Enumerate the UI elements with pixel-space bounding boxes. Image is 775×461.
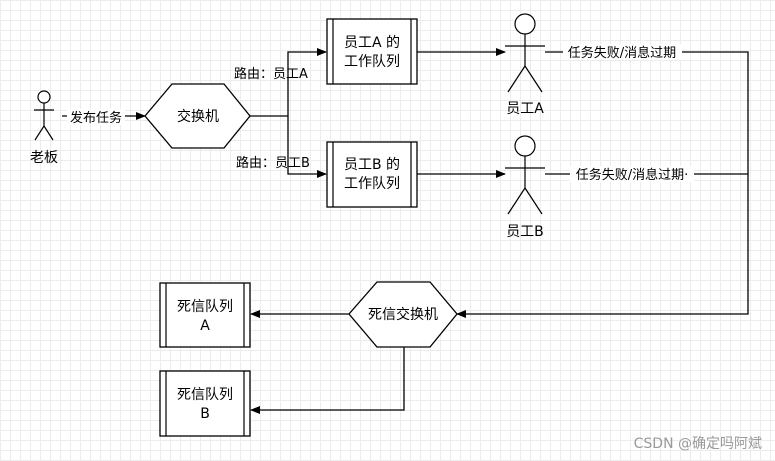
edge-label-route-a: 路由：员工A — [234, 66, 308, 82]
worker-b-actor — [505, 135, 545, 215]
edge-label-publish: 发布任务 — [70, 110, 122, 126]
worker-a-label: 员工A — [506, 101, 544, 117]
queue-a-label-line1: 员工A 的 — [344, 35, 400, 51]
edge-exchange-to-queue-b — [287, 116, 327, 178]
exchange-label: 交换机 — [177, 108, 219, 125]
dlq-b-label-line2: B — [200, 406, 210, 422]
dlq-b-box — [159, 370, 251, 437]
queue-a-box — [326, 18, 418, 85]
edge-label-route-b: 路由：员工B — [236, 155, 310, 171]
edge-dlx-to-dlq-b — [250, 347, 405, 414]
dlq-b-label-line1: 死信队列 — [177, 387, 233, 403]
edge-label-fail-b: 任务失败/消息过期· — [576, 167, 689, 183]
dlq-a-box — [159, 282, 251, 348]
dlx-label: 死信交换机 — [368, 306, 438, 323]
watermark: CSDN @确定吗阿斌 — [634, 436, 762, 452]
edge-label-fail-a: 任务失败/消息过期 — [568, 45, 676, 61]
queue-b-box — [326, 141, 418, 208]
dlx-shape — [348, 281, 458, 348]
dlq-a-label-line2: A — [200, 318, 210, 334]
boss-actor — [34, 90, 54, 141]
worker-a-actor — [505, 13, 545, 93]
queue-b-label-line2: 工作队列 — [344, 176, 400, 192]
boss-label: 老板 — [30, 150, 58, 166]
edge-worker-a-to-dlx — [456, 51, 749, 318]
dlq-a-label-line1: 死信队列 — [177, 299, 233, 315]
queue-b-label-line1: 员工B 的 — [344, 157, 400, 173]
queue-a-label-line2: 工作队列 — [344, 54, 400, 70]
worker-b-label: 员工B — [506, 224, 544, 240]
edge-exchange-to-queue-a — [250, 48, 327, 117]
exchange-shape — [144, 83, 251, 149]
